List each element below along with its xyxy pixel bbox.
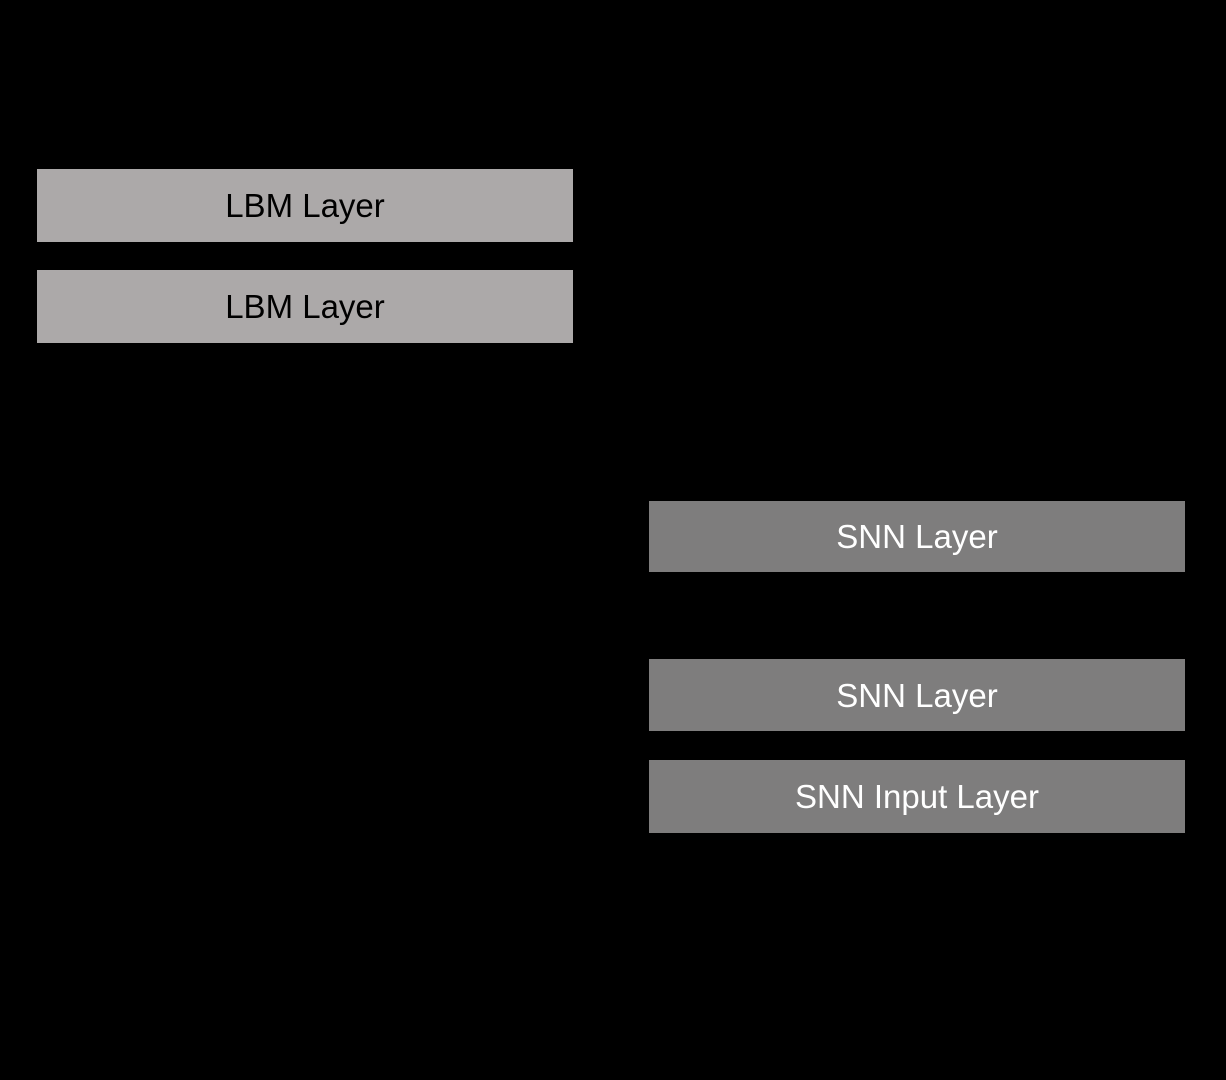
lbm-layer-box-2-label: LBM Layer	[225, 288, 385, 325]
snn-input-layer-box: SNN Input Layer	[649, 760, 1185, 833]
snn-layer-box-1: SNN Layer	[649, 501, 1185, 572]
lbm-layer-box-1-label: LBM Layer	[225, 187, 385, 224]
snn-layer-box-1-label: SNN Layer	[836, 518, 998, 555]
lbm-layer-box-1: LBM Layer	[37, 169, 573, 242]
lbm-layer-box-2: LBM Layer	[37, 270, 573, 343]
snn-input-layer-box-label: SNN Input Layer	[795, 778, 1039, 815]
snn-layer-box-2: SNN Layer	[649, 659, 1185, 731]
snn-layer-box-2-label: SNN Layer	[836, 676, 998, 714]
